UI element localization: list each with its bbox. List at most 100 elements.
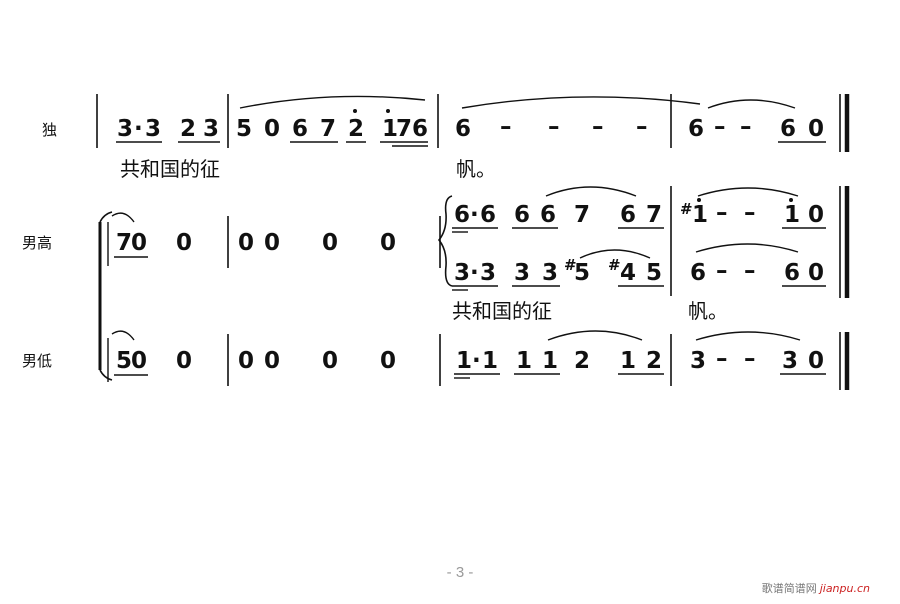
note: 1: [482, 348, 498, 374]
note: 7: [396, 116, 412, 142]
note: 1: [382, 116, 398, 142]
divisi-brace: [437, 195, 453, 287]
part-label-tenor: 男高: [22, 234, 52, 252]
note: 0: [808, 202, 824, 228]
note: 7: [574, 202, 590, 228]
note: 6: [620, 202, 636, 228]
note: 3: [203, 116, 219, 142]
solo-notes: 3 · 3 2 3 5 0 6 7 2 1 7 6 6 – – – – 6 – …: [117, 114, 824, 142]
dash: –: [716, 200, 728, 226]
note: 6: [480, 202, 496, 228]
note: 1: [784, 202, 800, 228]
dash: –: [744, 346, 756, 372]
note: 3: [454, 260, 470, 286]
tenor-notes: 7 0 0 0 0 0 0 6 · 6 6 6 7 6 7 3 · 3 3 3 …: [116, 200, 824, 286]
note: 0: [131, 230, 147, 256]
note: 0: [808, 116, 824, 142]
note: 7: [116, 230, 132, 256]
part-label-solo: 独: [42, 121, 57, 139]
dash: –: [716, 346, 728, 372]
note: 6: [540, 202, 556, 228]
note: 6: [688, 116, 704, 142]
dot: ·: [470, 202, 479, 228]
lyric-solo-2: 帆。: [456, 157, 496, 181]
dash: –: [744, 200, 756, 226]
note: 0: [808, 348, 824, 374]
bracket-hook: [99, 211, 113, 223]
note: 0: [131, 348, 147, 374]
note: 3: [542, 260, 558, 286]
page-number: - 3 -: [446, 564, 474, 581]
note: 3: [514, 260, 530, 286]
note: 1: [692, 202, 708, 228]
dash: –: [714, 114, 726, 140]
note: 0: [238, 348, 254, 374]
note: 7: [320, 116, 336, 142]
dash: –: [744, 258, 756, 284]
bass-notes: 5 0 0 0 0 0 0 1 · 1 1 1 2 1 2 3 – – 3 0: [116, 346, 824, 374]
dash: –: [740, 114, 752, 140]
dash: –: [592, 114, 604, 140]
note: 2: [348, 116, 364, 142]
note: 0: [238, 230, 254, 256]
note: 6: [292, 116, 308, 142]
note: 0: [808, 260, 824, 286]
note: 5: [236, 116, 252, 142]
dot: ·: [470, 260, 479, 286]
note: 6: [455, 116, 471, 142]
note: 6: [780, 116, 796, 142]
dash: –: [500, 114, 512, 140]
note: 0: [264, 348, 280, 374]
bass-marks: [111, 330, 826, 379]
note: 0: [176, 230, 192, 256]
note: 1: [516, 348, 532, 374]
part-label-bass: 男低: [22, 352, 52, 370]
note: 7: [646, 202, 662, 228]
bracket-hook: [99, 369, 113, 381]
watermark-url: jianpu.cn: [819, 582, 870, 595]
note: 3: [690, 348, 706, 374]
lyric-tenor-1: 共和国的征: [452, 299, 552, 323]
note: 6: [412, 116, 428, 142]
note: 6: [514, 202, 530, 228]
note: 4: [620, 260, 636, 286]
dot: ·: [134, 116, 143, 142]
note: 5: [574, 260, 590, 286]
note: 2: [180, 116, 196, 142]
note: 2: [646, 348, 662, 374]
note: 2: [574, 348, 590, 374]
sharp-sign: #: [608, 256, 621, 274]
note: 3: [782, 348, 798, 374]
note: 1: [620, 348, 636, 374]
note: 6: [454, 202, 470, 228]
note: 3: [145, 116, 161, 142]
lyric-tenor-2: 帆。: [688, 299, 728, 323]
tenor-marks: [111, 186, 826, 291]
dash: –: [716, 258, 728, 284]
dash: –: [548, 114, 560, 140]
note: 0: [322, 230, 338, 256]
sharp-sign: #: [564, 256, 577, 274]
note: 5: [116, 348, 132, 374]
lyric-solo-1: 共和国的征: [120, 157, 220, 181]
dash: –: [636, 114, 648, 140]
note: 1: [456, 348, 472, 374]
note: 0: [176, 348, 192, 374]
note: 1: [542, 348, 558, 374]
note: 3: [480, 260, 496, 286]
note: 6: [784, 260, 800, 286]
note: 0: [322, 348, 338, 374]
sharp-sign: #: [680, 200, 693, 218]
note: 3: [117, 116, 133, 142]
note: 0: [264, 230, 280, 256]
note: 5: [646, 260, 662, 286]
dot: ·: [472, 348, 481, 374]
watermark-text: 歌谱简谱网: [761, 582, 817, 595]
note: 0: [380, 230, 396, 256]
note: 0: [380, 348, 396, 374]
note: 6: [690, 260, 706, 286]
solo-marks: [116, 95, 826, 147]
barlines: [96, 94, 850, 390]
